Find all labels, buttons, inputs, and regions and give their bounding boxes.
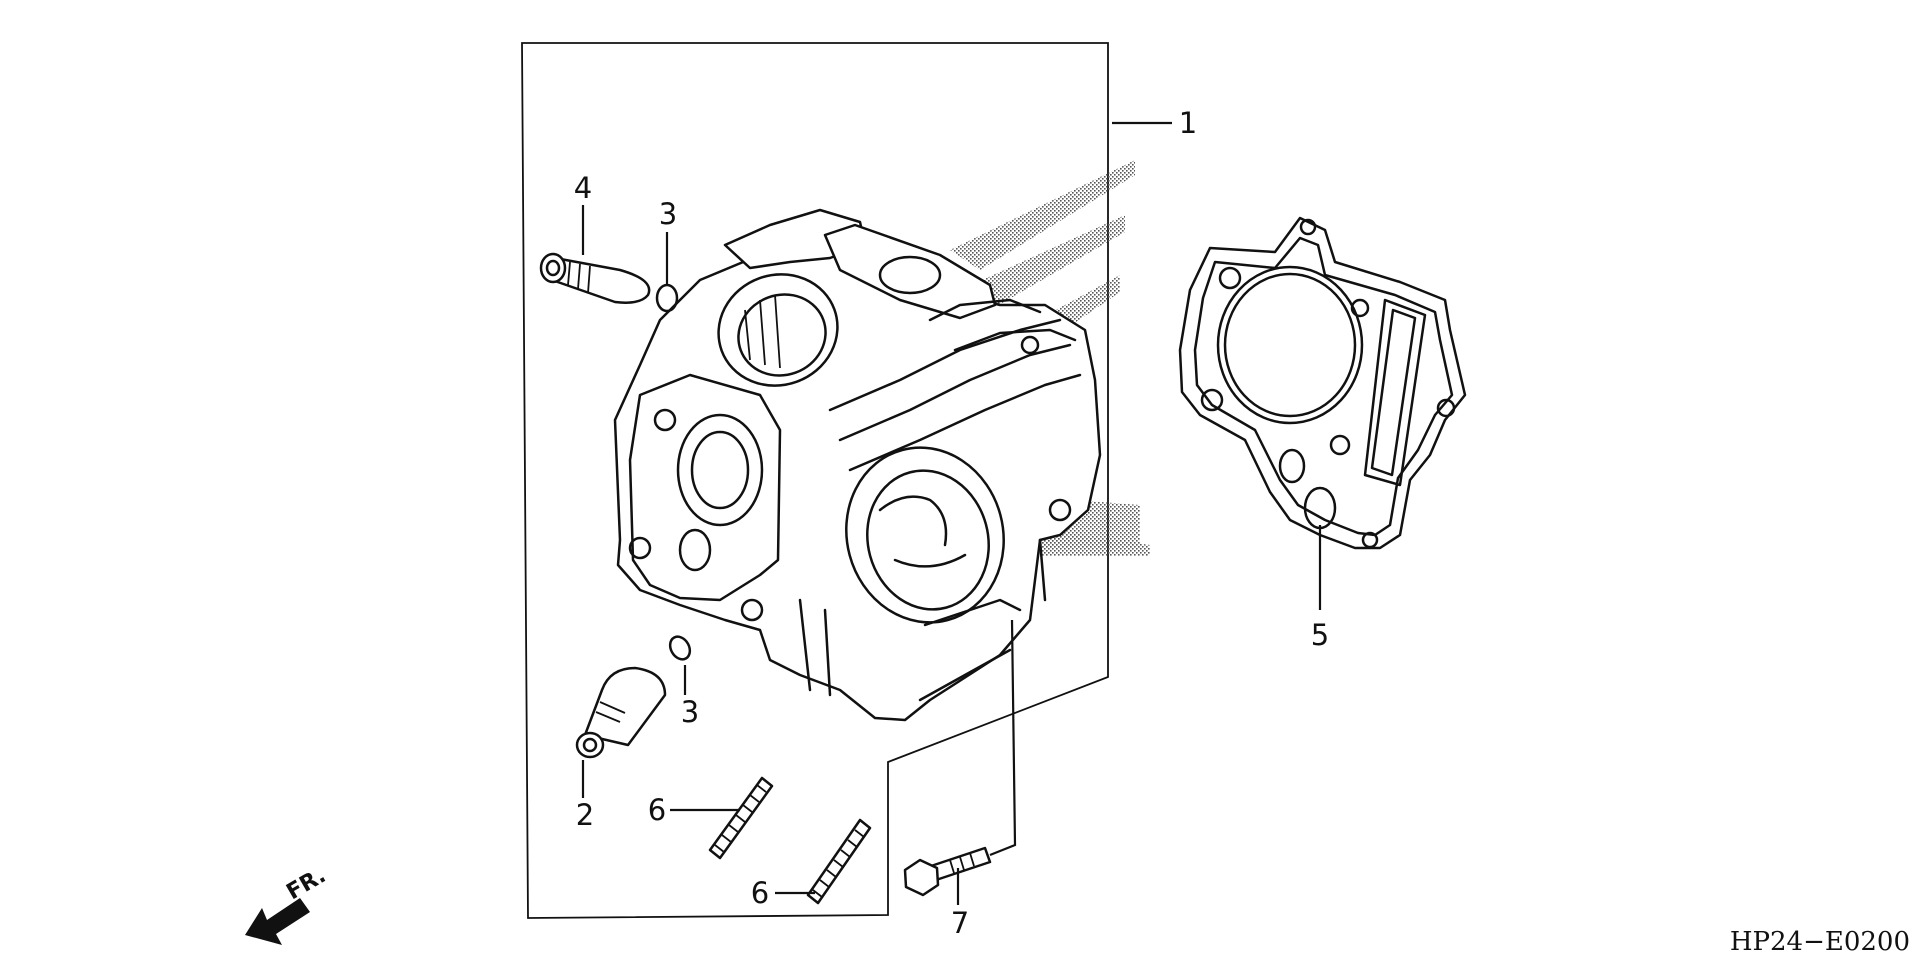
callout-3-lower: 3 (681, 695, 699, 729)
leader-lines (581, 121, 1322, 905)
callout-5: 5 (1311, 618, 1329, 652)
cylinder-head (613, 208, 1102, 722)
callout-2: 2 (576, 798, 594, 832)
head-gasket (1178, 216, 1467, 550)
valve-guide-lower (575, 666, 667, 759)
front-arrow-icon (245, 898, 310, 945)
o-ring-lower (668, 635, 692, 661)
stud-bolt-b (806, 818, 872, 905)
callout-6-lower: 6 (751, 876, 769, 910)
callout-3-upper: 3 (659, 197, 677, 231)
flange-bolt (903, 846, 992, 897)
callout-7: 7 (951, 906, 969, 940)
figure-code: HP24−E0200 (1730, 927, 1910, 957)
front-label: FR. (283, 863, 331, 905)
o-ring-upper (655, 283, 679, 313)
callout-6-upper: 6 (648, 793, 666, 827)
assembly-frame (521, 42, 1109, 919)
valve-guide-upper (539, 252, 651, 304)
callout-1: 1 (1179, 106, 1197, 140)
callout-4: 4 (574, 171, 592, 205)
stud-bolt-a (708, 776, 774, 860)
